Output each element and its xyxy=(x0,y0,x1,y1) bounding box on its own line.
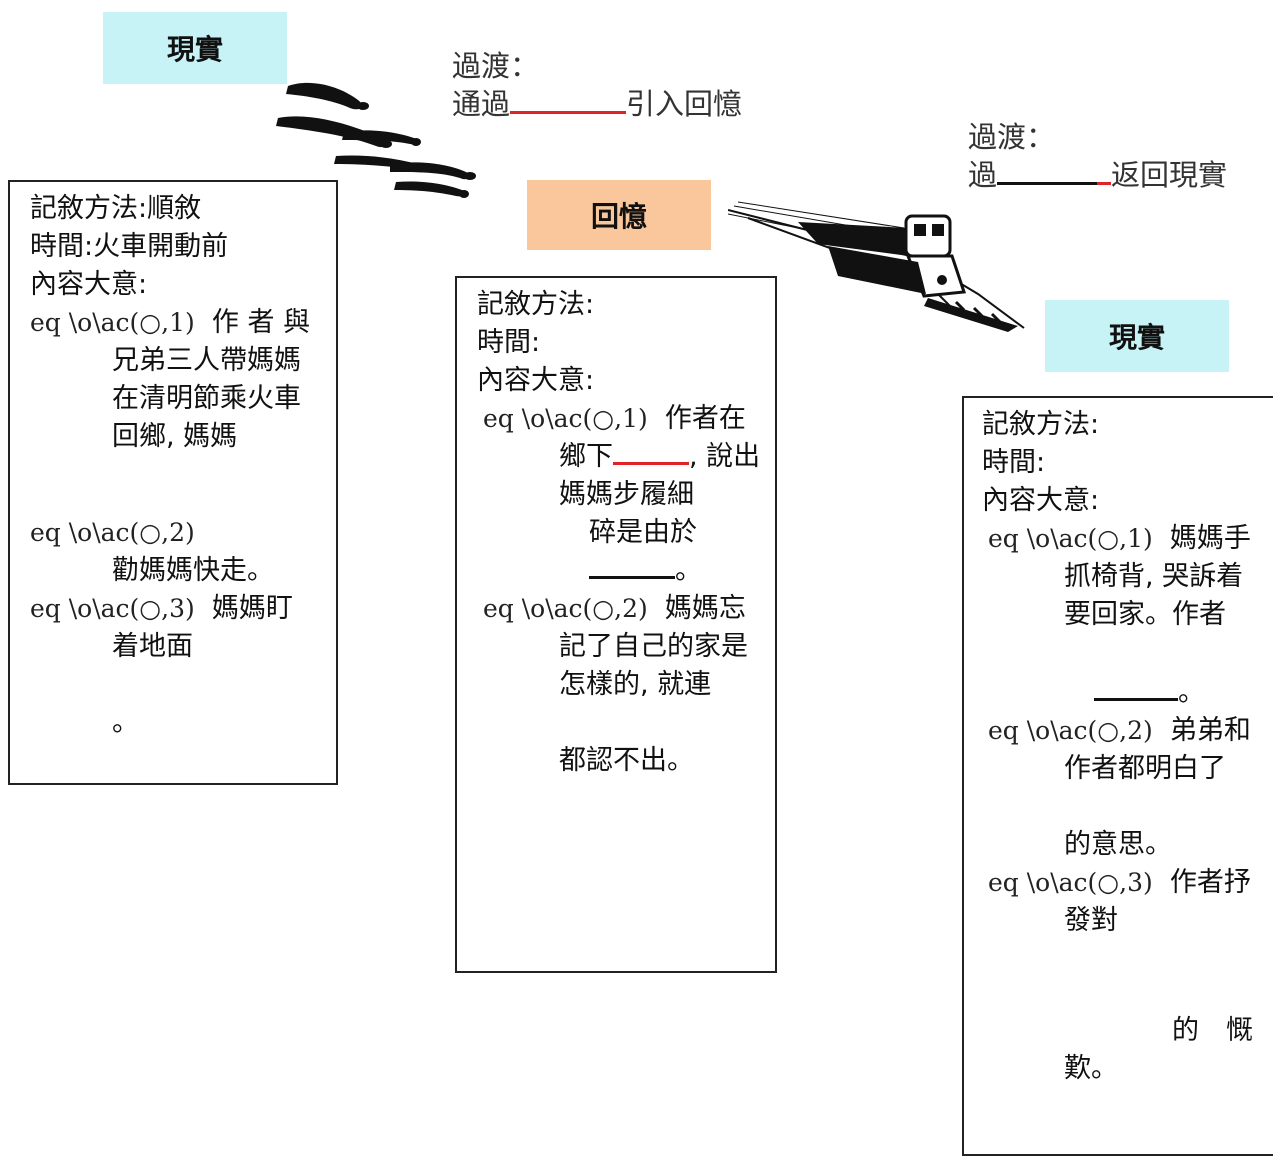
transition-line: 通過引入回憶 xyxy=(452,87,743,121)
list-item: eq \o\ac(○,2) xyxy=(30,518,195,547)
transition-back-to-reality: 過渡： 過返回現實 xyxy=(968,118,1227,194)
memory-label: 回憶 xyxy=(527,180,711,250)
transition-title: 過渡： xyxy=(968,120,1056,154)
time-setting: 時間:火車開動前 xyxy=(30,231,229,262)
time-setting: 時間: xyxy=(982,447,1046,478)
list-item: eq \o\ac(○,1) 作者在 xyxy=(483,403,746,434)
summary-label: 內容大意: xyxy=(30,269,148,300)
memory-notes-card: 記敘方法: 時間: 內容大意: eq \o\ac(○,1) 作者在 鄉下, 說出… xyxy=(455,276,777,973)
transition-title: 過渡： xyxy=(452,49,540,83)
reality-label-right: 現實 xyxy=(1045,300,1229,372)
fill-blank[interactable] xyxy=(613,462,689,465)
train-icon xyxy=(728,201,1025,332)
fill-blank[interactable] xyxy=(589,576,675,579)
list-item: eq \o\ac(○,2) 弟弟和 xyxy=(988,715,1251,746)
list-item: eq \o\ac(○,3) 媽媽盯 xyxy=(30,593,293,624)
fill-blank[interactable] xyxy=(1094,698,1178,701)
list-item: eq \o\ac(○,1) 作 者 與 xyxy=(30,307,311,338)
list-item: eq \o\ac(○,1) 媽媽手 xyxy=(988,523,1251,554)
list-item: eq \o\ac(○,2) 媽媽忘 xyxy=(483,593,746,624)
fill-blank[interactable] xyxy=(997,182,1112,185)
reality-label-left: 現實 xyxy=(103,12,287,84)
summary-label: 內容大意: xyxy=(982,485,1100,516)
transition-into-memory: 過渡： 通過引入回憶 xyxy=(452,47,742,123)
summary-label: 內容大意: xyxy=(477,365,595,396)
narrative-method: 記敘方法: xyxy=(982,409,1100,440)
reality-notes-card-right: 記敘方法: 時間: 內容大意: eq \o\ac(○,1) 媽媽手 抓椅背, 哭… xyxy=(962,396,1273,1156)
time-setting: 時間: xyxy=(477,327,541,358)
footprints-icon xyxy=(276,82,476,198)
transition-line: 過返回現實 xyxy=(968,158,1228,192)
narrative-method: 記敘方法:順敘 xyxy=(30,193,202,224)
reality-notes-card-left: 記敘方法:順敘 時間:火車開動前 內容大意: eq \o\ac(○,1) 作 者… xyxy=(8,180,338,785)
narrative-method: 記敘方法: xyxy=(477,289,595,320)
list-item: eq \o\ac(○,3) 作者抒 xyxy=(988,867,1251,898)
fill-blank[interactable] xyxy=(510,111,627,114)
